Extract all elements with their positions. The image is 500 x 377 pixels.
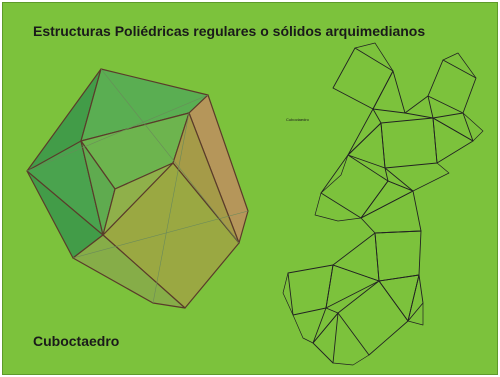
net-glue-flap — [442, 52, 477, 79]
net-glue-flap — [314, 192, 362, 222]
net-face-triangle — [378, 274, 420, 322]
net-face-triangle — [360, 180, 414, 219]
net-glue-flap — [282, 272, 294, 316]
net-face-triangle — [332, 232, 380, 282]
net-face-triangle — [347, 108, 382, 156]
net-glue-flap — [292, 314, 314, 344]
net-face-triangle — [372, 70, 406, 114]
net-face-square — [380, 117, 438, 169]
net-face-square — [360, 190, 422, 234]
net-glue-flap — [462, 112, 484, 142]
net-face-square — [320, 154, 389, 219]
net-glue-flap — [354, 42, 394, 72]
net-face-triangle — [312, 312, 339, 364]
solid-face — [102, 162, 174, 236]
net-face-triangle — [384, 167, 414, 192]
solid-caption: Cuboctaedro — [33, 333, 120, 349]
net-face-triangle — [407, 274, 424, 322]
net-glue-flap — [332, 354, 370, 366]
net-face-square — [374, 230, 422, 282]
net-label: Cuboctaedro — [286, 117, 309, 122]
net-face-triangle — [432, 112, 474, 142]
solid-face — [72, 234, 186, 309]
slide-graphics — [26, 42, 484, 366]
cuboctahedron-3d-render — [26, 68, 249, 309]
slide-title: Estructuras Poliédricas regulares o sóli… — [33, 23, 426, 39]
net-glue-flap — [407, 303, 424, 326]
net-glue-flap — [320, 154, 349, 194]
net-face-triangle — [404, 95, 434, 119]
net-glue-flap — [412, 162, 450, 192]
net-face-triangle — [312, 307, 339, 344]
net-face-square — [337, 280, 409, 356]
cuboctahedron-net — [282, 42, 484, 366]
net-face-square — [287, 264, 334, 316]
